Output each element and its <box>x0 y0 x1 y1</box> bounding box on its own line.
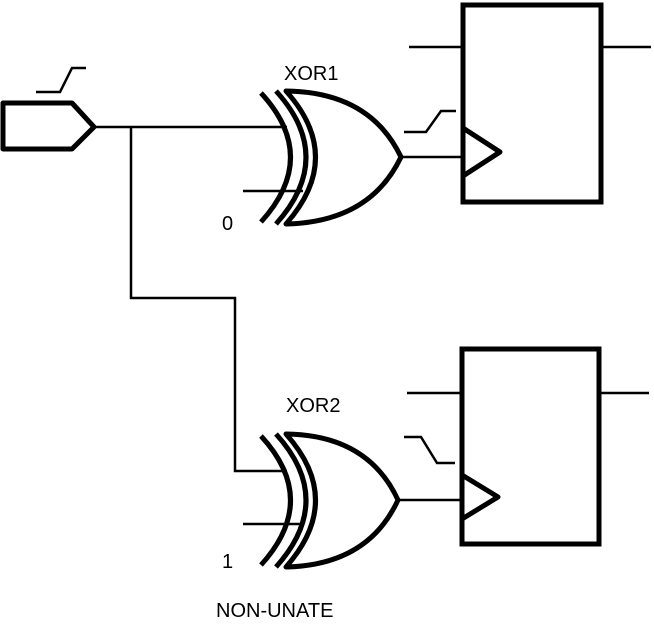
xor1-output-rising-edge-waveform <box>404 109 456 134</box>
flip-flop-1 <box>409 2 651 205</box>
xor2-gate <box>259 431 401 570</box>
branch-net-wire <box>129 127 287 473</box>
flip-flop-2 <box>407 346 649 547</box>
xor2-const-input-label: 1 <box>222 551 233 573</box>
xor2-label: XOR2 <box>286 395 340 417</box>
xor2-output-falling-edge-waveform <box>404 435 455 465</box>
xor1-label: XOR1 <box>284 63 338 85</box>
xor1-gate <box>259 88 404 227</box>
input-rising-edge-waveform <box>36 66 86 94</box>
caption: NON-UNATE <box>216 600 333 622</box>
xor1-const-input-label: 0 <box>222 213 233 235</box>
input-port <box>0 100 97 152</box>
